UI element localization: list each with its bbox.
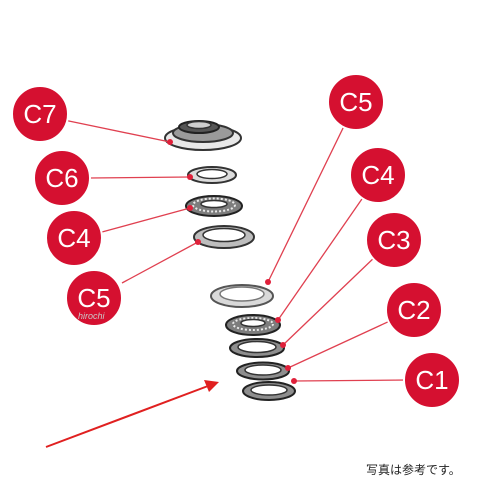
label-c6-text: C6 (45, 163, 78, 193)
label-c5-left-text: C5 (77, 283, 110, 313)
part-c3-ring (229, 338, 285, 358)
leader-line-c6 (89, 176, 191, 179)
label-c1-text: C1 (415, 365, 448, 395)
label-c5-right-text: C5 (339, 87, 372, 117)
leader-line-c5-left (121, 241, 199, 284)
dot-c7 (167, 139, 173, 145)
part-c5-lower-race (210, 284, 274, 308)
label-c2-text: C2 (397, 295, 430, 325)
leader-line-c1 (293, 379, 409, 382)
label-c4-left: C4 (45, 209, 103, 267)
photo-caption: 写真は参考です。 (366, 463, 461, 477)
leader-line-c2 (287, 319, 393, 369)
label-c7-text: C7 (23, 99, 56, 129)
dot-c6 (187, 174, 193, 180)
dot-c2 (285, 365, 291, 371)
label-c3: C3 (365, 211, 423, 269)
label-c4-right-text: C4 (361, 160, 394, 190)
label-c3-text: C3 (377, 225, 410, 255)
part-c6-ring (187, 166, 237, 184)
leader-lines (63, 119, 409, 382)
label-c4-left-text: C4 (57, 223, 90, 253)
label-c7: C7 (11, 85, 69, 143)
red-arrow (45, 380, 219, 448)
leader-line-c7 (63, 119, 171, 143)
leader-line-c4-right (277, 195, 365, 321)
part-c2-ring (236, 361, 290, 381)
dot-c4-left (187, 205, 193, 211)
label-c5-right: C5 (327, 73, 385, 131)
label-c5-left: C5 (65, 269, 123, 327)
leader-line-c3 (282, 253, 379, 346)
dot-c3 (280, 342, 286, 348)
part-c1-ring (242, 381, 296, 401)
part-c7-top-cup (164, 120, 242, 151)
part-c4-lower-bearing (225, 314, 281, 336)
label-c6: C6 (33, 149, 91, 207)
dot-c5-left (195, 239, 201, 245)
dot-c5-right (265, 279, 271, 285)
leader-dots (167, 139, 297, 384)
part-c4-upper-bearing (185, 195, 243, 217)
leader-line-c5-right (267, 121, 347, 283)
label-c2: C2 (385, 281, 443, 339)
part-c5-upper-race (193, 225, 255, 249)
leader-line-c4-left (101, 207, 191, 233)
dot-c4-right (275, 317, 281, 323)
dot-c1 (291, 378, 297, 384)
watermark-text: hirochi (78, 311, 105, 321)
label-c1: C1 (403, 351, 461, 409)
label-c4-right: C4 (349, 146, 407, 204)
